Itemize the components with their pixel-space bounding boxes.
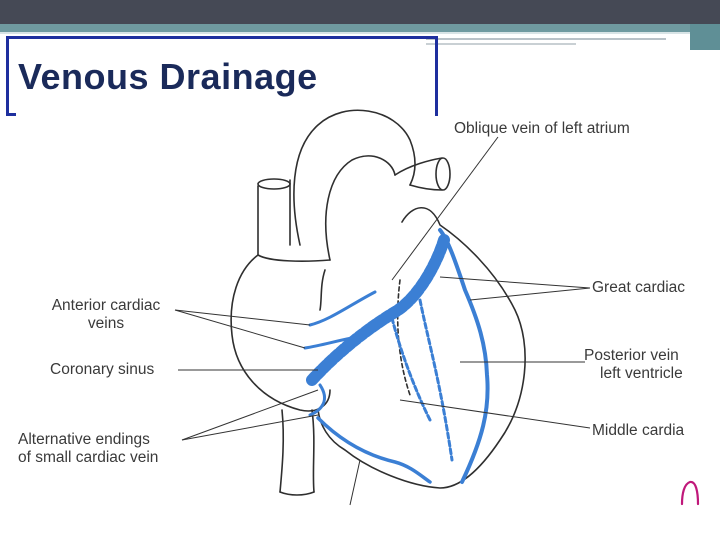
slide-top-stripe [0, 32, 720, 34]
posterior-vein-branch [390, 316, 432, 422]
superior-vena-cava [257, 179, 291, 256]
leader-bottom [349, 459, 361, 506]
header-rules [426, 38, 666, 48]
label-posterior-vein: Posterior vein left ventricle [584, 347, 683, 383]
label-anterior-cardiac-line2: veins [87, 315, 125, 332]
slide-top-accent [0, 24, 720, 32]
great-cardiac-vein [438, 228, 490, 484]
leader-alternative-1 [181, 389, 319, 441]
label-anterior-cardiac-line1: Anterior cardiac [51, 297, 161, 314]
label-alternative-endings-line1: Alternative endings [18, 431, 150, 448]
right-atrium-outline [230, 254, 331, 412]
leader-great-cardiac-1 [439, 276, 591, 289]
anterior-cardiac-vein-1 [308, 290, 377, 327]
slide-top-corner [690, 0, 720, 50]
leader-anterior-1 [174, 309, 311, 326]
leader-great-cardiac-2 [469, 287, 591, 301]
aortic-arch-inner [324, 155, 396, 261]
coronary-sinus-vein [306, 234, 450, 386]
pulmonary-trunk [394, 157, 443, 191]
slide-top-bar [0, 0, 720, 24]
leader-alternative-2 [181, 414, 319, 441]
aortic-arch-outline [293, 109, 416, 246]
leader-middle-cardiac [399, 399, 591, 429]
leader-oblique-vein [391, 136, 499, 281]
small-cardiac-vein [308, 383, 326, 417]
pen-mark-icon [680, 480, 700, 506]
label-oblique-vein: Oblique vein of left atrium [454, 120, 630, 137]
leader-anterior-2 [174, 309, 306, 349]
middle-cardiac-vein [316, 416, 432, 484]
label-alternative-endings-line2: of small cardiac vein [18, 449, 159, 466]
interventricular-groove [396, 279, 411, 396]
heart-outline [317, 207, 526, 489]
label-anterior-cardiac: Anterior cardiac veins [38, 297, 174, 333]
atrial-border [257, 254, 331, 311]
label-coronary-sinus: Coronary sinus [50, 361, 155, 378]
posterior-vein-branch-2 [418, 298, 454, 462]
label-middle-cardiac: Middle cardia [592, 422, 685, 439]
vena-cava-opening [257, 178, 291, 190]
label-great-cardiac: Great cardiac [592, 279, 686, 296]
label-posterior-vein-line1: Posterior vein [584, 347, 679, 364]
title-frame-foot [6, 113, 16, 116]
anterior-cardiac-vein-2 [303, 334, 367, 350]
inferior-vena-cava [279, 409, 315, 493]
label-alternative-endings: Alternative endings of small cardiac vei… [18, 431, 158, 467]
pulmonary-opening [435, 157, 451, 191]
page-title: Venous Drainage [18, 56, 318, 97]
title-frame [6, 36, 438, 116]
label-posterior-vein-line2: left ventricle [600, 365, 683, 382]
